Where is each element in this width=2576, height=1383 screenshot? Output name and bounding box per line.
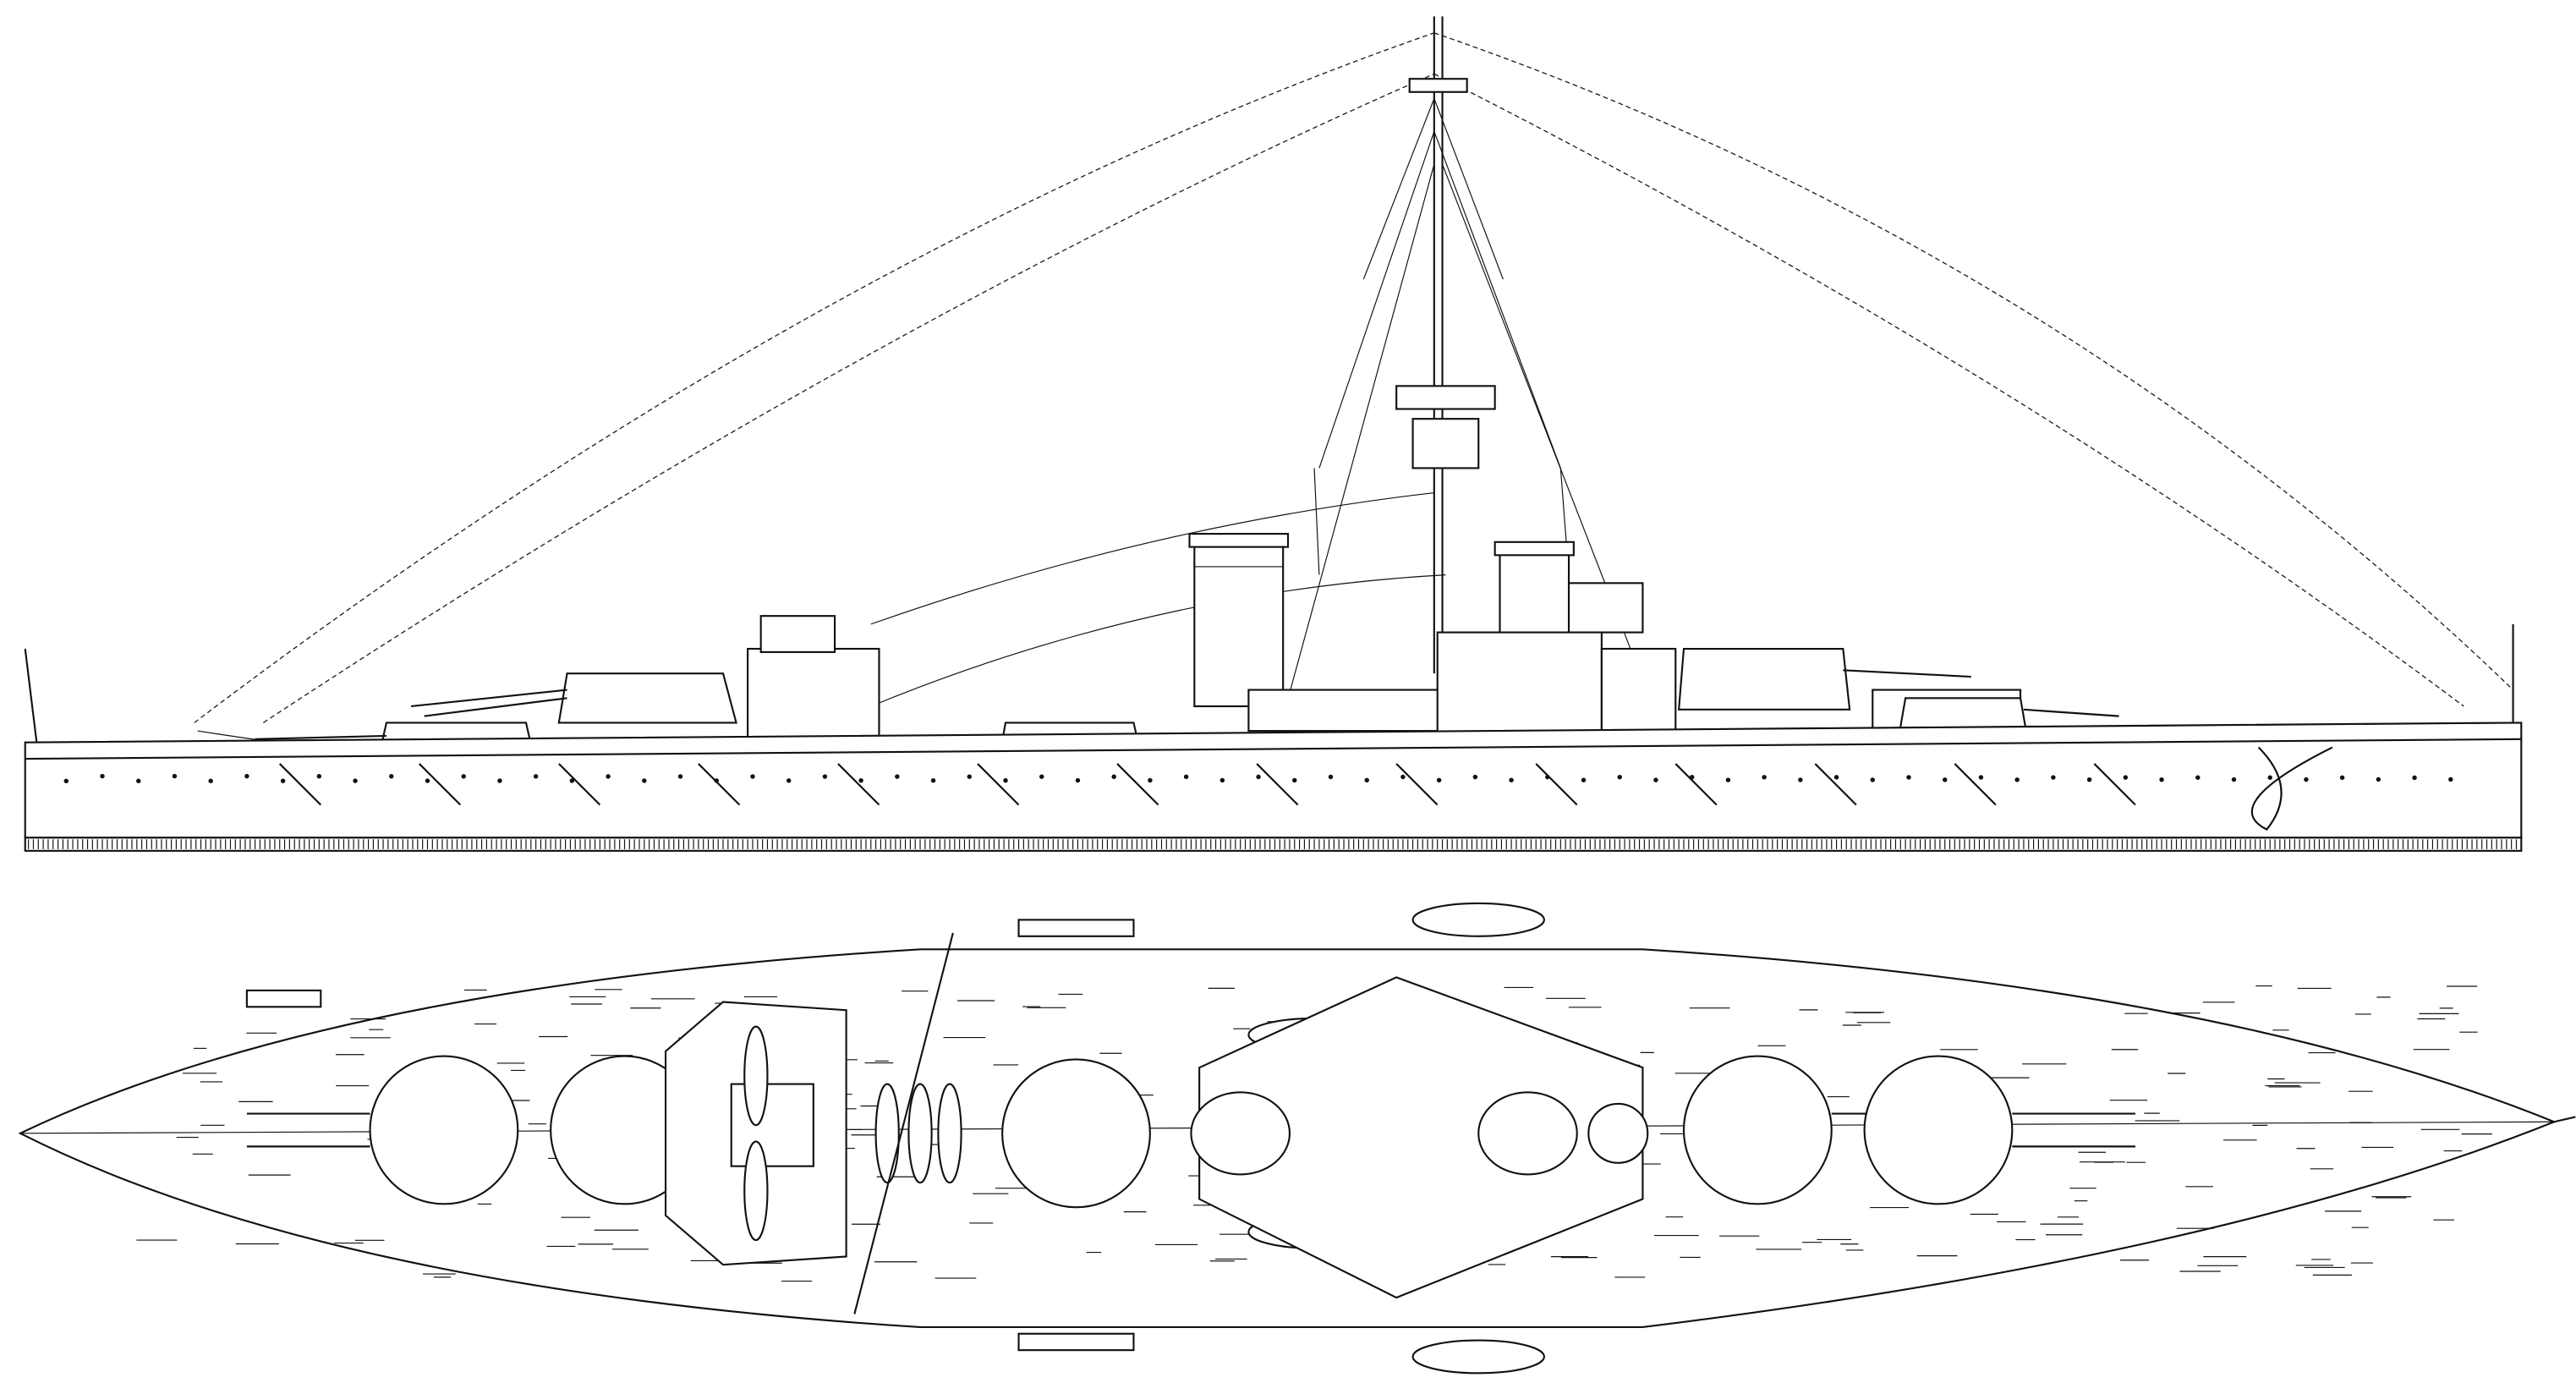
boat [908,1084,931,1183]
turret-q-plan [1002,1059,1150,1207]
boat [744,1142,767,1241]
scuttle [1184,775,1188,779]
scuttle [1834,775,1839,779]
scuttle [1400,775,1405,779]
scuttle [1329,775,1333,779]
scuttle [1148,778,1152,782]
scuttle [136,779,140,783]
scuttle [931,778,935,782]
scuttle [1618,775,1622,779]
scuttle [678,774,682,778]
scuttle [1220,778,1225,782]
scuttle [1581,777,1586,782]
scuttle [497,778,501,782]
scuttle [1653,777,1658,782]
scuttle [2014,777,2019,782]
scuttle [2412,776,2416,780]
scuttle [2195,775,2200,779]
scuttle [317,774,321,778]
scuttle [1509,778,1513,782]
scuttle [1364,778,1368,782]
scuttle [1039,774,1044,778]
scuttle [1111,775,1115,779]
scuttle [2304,777,2308,782]
scuttle [1076,778,1080,782]
scuttle [967,774,972,778]
scuttle [2340,776,2344,780]
scuttle [1473,775,1477,779]
scuttle [64,779,69,783]
scuttle [642,778,646,782]
scuttle [353,778,357,782]
scuttle [750,774,754,778]
boat [744,1027,767,1126]
turret-a [411,673,736,722]
scuttle [425,778,430,782]
scuttle [1726,777,1730,782]
scuttle [244,774,249,778]
scuttle [1762,775,1766,779]
scuttle [100,774,104,778]
scuttle [173,774,177,778]
scuttle [208,778,212,782]
scuttle [787,778,791,782]
scuttle [1871,777,1875,782]
scuttle [2448,777,2453,782]
scuttle [1292,778,1296,782]
plan-view [20,903,2575,1373]
funnel-fore [1189,534,1288,706]
scuttle [2051,775,2055,779]
boat [876,1084,899,1183]
scuttle [534,774,538,778]
scuttle [895,774,899,778]
scuttle [389,774,393,778]
scuttle [1906,775,1910,779]
scuttle [1943,777,1947,782]
scuttle [858,778,863,782]
scuttle [2267,776,2272,780]
scuttle [1003,778,1007,782]
scuttle [2376,777,2381,782]
boat [938,1084,961,1183]
scuttle [2232,777,2236,782]
scuttle [2124,775,2128,779]
scuttle [461,774,465,778]
scuttle [606,774,610,778]
scuttle [1437,778,1441,782]
scuttle [2087,777,2091,782]
scuttle [281,778,285,782]
side-elevation [25,16,2522,850]
scuttle [2159,777,2163,782]
scuttle [1979,775,1983,779]
scuttle [1256,775,1260,779]
scuttle [823,774,827,778]
scuttle [1798,777,1802,782]
